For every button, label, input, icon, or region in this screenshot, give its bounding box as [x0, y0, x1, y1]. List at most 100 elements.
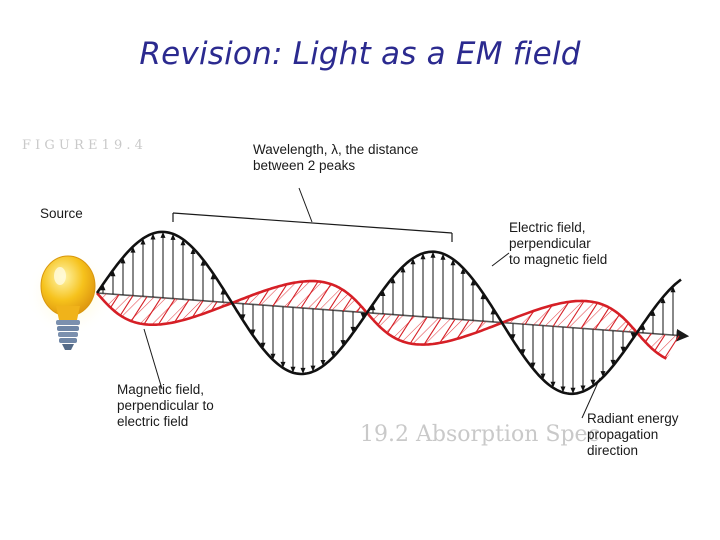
light-bulb-icon	[26, 249, 114, 350]
magnetic-field-curve	[96, 279, 667, 360]
electric-field-arrowhead	[660, 297, 666, 304]
magnetic-field-vector	[552, 301, 570, 327]
magnetic-field-vector	[174, 299, 190, 323]
em-wave-figure: F I G U R E 1 9 . 4 19.2 Absorption Spec	[22, 136, 696, 464]
electric-field-arrowhead	[400, 266, 406, 273]
magnetic-field-vector	[130, 296, 148, 322]
electric-field-arrowhead	[570, 387, 576, 394]
magnetic-field-vector	[342, 296, 353, 312]
electric-field-arrowhead	[440, 253, 446, 260]
electric-field-arrowhead	[420, 253, 426, 260]
electric-field-arrowhead	[280, 361, 286, 368]
electric-field-arrowhead	[290, 366, 296, 373]
magnetic-field-vector	[580, 302, 598, 329]
wavelength-bracket	[172, 187, 453, 242]
magnetic-field-vector	[328, 289, 343, 311]
electric-field-arrowhead	[380, 290, 386, 296]
electric-field-arrowhead	[450, 259, 456, 266]
electric-field-arrowhead	[550, 381, 556, 388]
electric-field-arrowhead	[530, 362, 536, 369]
electric-field-arrowhead	[510, 334, 516, 341]
electric-field-curve	[95, 230, 682, 396]
electric-field-arrowhead	[130, 246, 136, 253]
wavelength-label: Wavelength, λ, the distance between 2 pe…	[253, 142, 419, 173]
magnetic-field-vector	[409, 317, 428, 344]
electric-field-arrowhead	[120, 257, 126, 264]
magnetic-field-vector	[386, 314, 400, 334]
magnetic-field-vector	[397, 315, 414, 340]
magnetic-field-vector	[439, 319, 456, 344]
slide-title: Revision: Light as a EM field	[139, 36, 581, 72]
electric-field-arrowhead	[390, 277, 396, 284]
electric-field-arrowhead	[210, 273, 216, 280]
electric-field-arrowhead	[340, 340, 346, 347]
electric-field-arrowhead	[200, 259, 206, 266]
electric-field-arrowhead	[360, 312, 366, 319]
electric-field-arrowhead	[240, 314, 246, 321]
electric-leader	[491, 252, 510, 267]
electric-field-arrowhead	[300, 367, 306, 374]
electric-field-arrowhead	[630, 332, 636, 339]
propagation-leader	[581, 377, 601, 419]
magnetic-field-label: Magnetic field, perpendicular to electri…	[117, 382, 214, 429]
magnetic-field-vector	[314, 283, 332, 310]
magnetic-field-vector	[119, 295, 134, 316]
electric-field-arrowhead	[560, 386, 566, 393]
magnetic-field-vector	[157, 298, 176, 325]
magnetic-field-hatching	[97, 281, 682, 359]
electric-field-arrowhead	[370, 304, 376, 311]
magnetic-field-vector	[110, 294, 120, 308]
magnetic-field-vector	[377, 313, 386, 326]
section-heading-ghost: 19.2 Absorption Spec	[360, 422, 600, 447]
electric-field-arrowhead	[180, 239, 186, 246]
electric-field-arrowhead	[140, 238, 146, 245]
magnetic-field-vector	[423, 318, 442, 345]
electric-field-arrowhead	[590, 379, 596, 386]
magnetic-field-vector	[272, 283, 288, 307]
electric-field-label: Electric field, perpendicular to magneti…	[509, 220, 608, 267]
electric-field-arrowhead	[270, 353, 276, 360]
magnetic-field-vector	[244, 295, 251, 305]
electric-field-arrowhead	[640, 323, 646, 330]
electric-field-arrowhead	[260, 342, 266, 349]
electric-field-arrowhead	[650, 309, 656, 316]
electric-field-arrowhead	[220, 288, 226, 295]
magnetic-field-vector	[654, 334, 666, 352]
magnetic-field-vector	[456, 320, 470, 340]
source-label: Source	[40, 206, 83, 221]
electric-field-arrowhead	[410, 258, 416, 265]
magnetic-field-vector	[258, 289, 270, 306]
magnetic-field-vector	[566, 300, 585, 328]
electric-field-arrowhead	[430, 251, 436, 258]
magnetic-field-vector	[210, 301, 218, 312]
electric-field-arrowhead	[600, 371, 606, 378]
electric-field-arrowhead	[620, 346, 626, 353]
magnetic-field-vector	[664, 335, 680, 359]
magnetic-field-vector	[475, 321, 484, 334]
magnetic-field-vector	[191, 300, 204, 318]
magnetic-field-wave	[96, 279, 682, 360]
electric-field-arrowhead	[540, 373, 546, 380]
electric-field-arrowhead	[250, 329, 256, 336]
magnetic-leader	[143, 328, 163, 390]
electric-field-arrowhead	[100, 284, 106, 291]
magnetic-field-vector	[286, 281, 304, 308]
magnetic-field-vector	[622, 322, 629, 332]
electric-field-arrowhead	[460, 267, 466, 274]
electric-field-arrowhead	[490, 308, 496, 315]
electric-field-arrowhead	[170, 233, 176, 240]
electric-field-arrowhead	[330, 351, 336, 358]
electric-field-arrowhead	[310, 365, 316, 372]
electric-field-arrowhead	[110, 270, 116, 277]
electric-field-arrowhead	[610, 359, 616, 366]
magnetic-field-vector	[524, 310, 535, 325]
electric-field-arrowhead	[470, 279, 476, 286]
magnetic-field-vector	[608, 314, 620, 331]
electric-field-wave	[95, 230, 682, 396]
figure-caption-ghost: F I G U R E 1 9 . 4	[22, 138, 143, 153]
electric-field-arrowhead	[160, 231, 166, 238]
magnetic-field-vector	[594, 307, 610, 330]
electric-field-arrowhead	[320, 360, 326, 366]
electric-field-arrowhead	[580, 385, 586, 392]
electric-field-arrowhead	[350, 326, 356, 333]
